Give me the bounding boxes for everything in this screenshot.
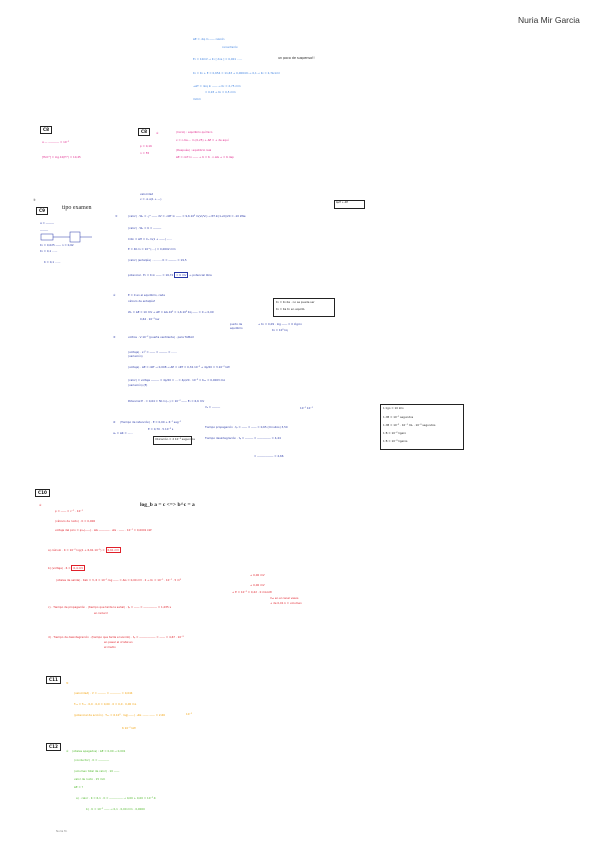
section-label-c9: C9 [36, 207, 48, 216]
right-legend-box [380, 404, 464, 450]
section-label-c8b: C8 [138, 128, 150, 137]
c9-top-right-box [334, 200, 365, 209]
c9-title: tipo examen [62, 205, 92, 211]
section-label-c8a: C8 [40, 126, 52, 135]
section-label-c11: C11 [46, 676, 61, 685]
author-name: Nuria Mir Garcia [518, 15, 580, 25]
c9-item-2-box [273, 298, 335, 317]
c10-log-formula: log_b a = c <=> b^c = a [140, 502, 195, 508]
section-label-c12: C12 [46, 743, 61, 752]
section-label-c10: C10 [35, 489, 50, 498]
c9-item-4-box [153, 436, 192, 445]
